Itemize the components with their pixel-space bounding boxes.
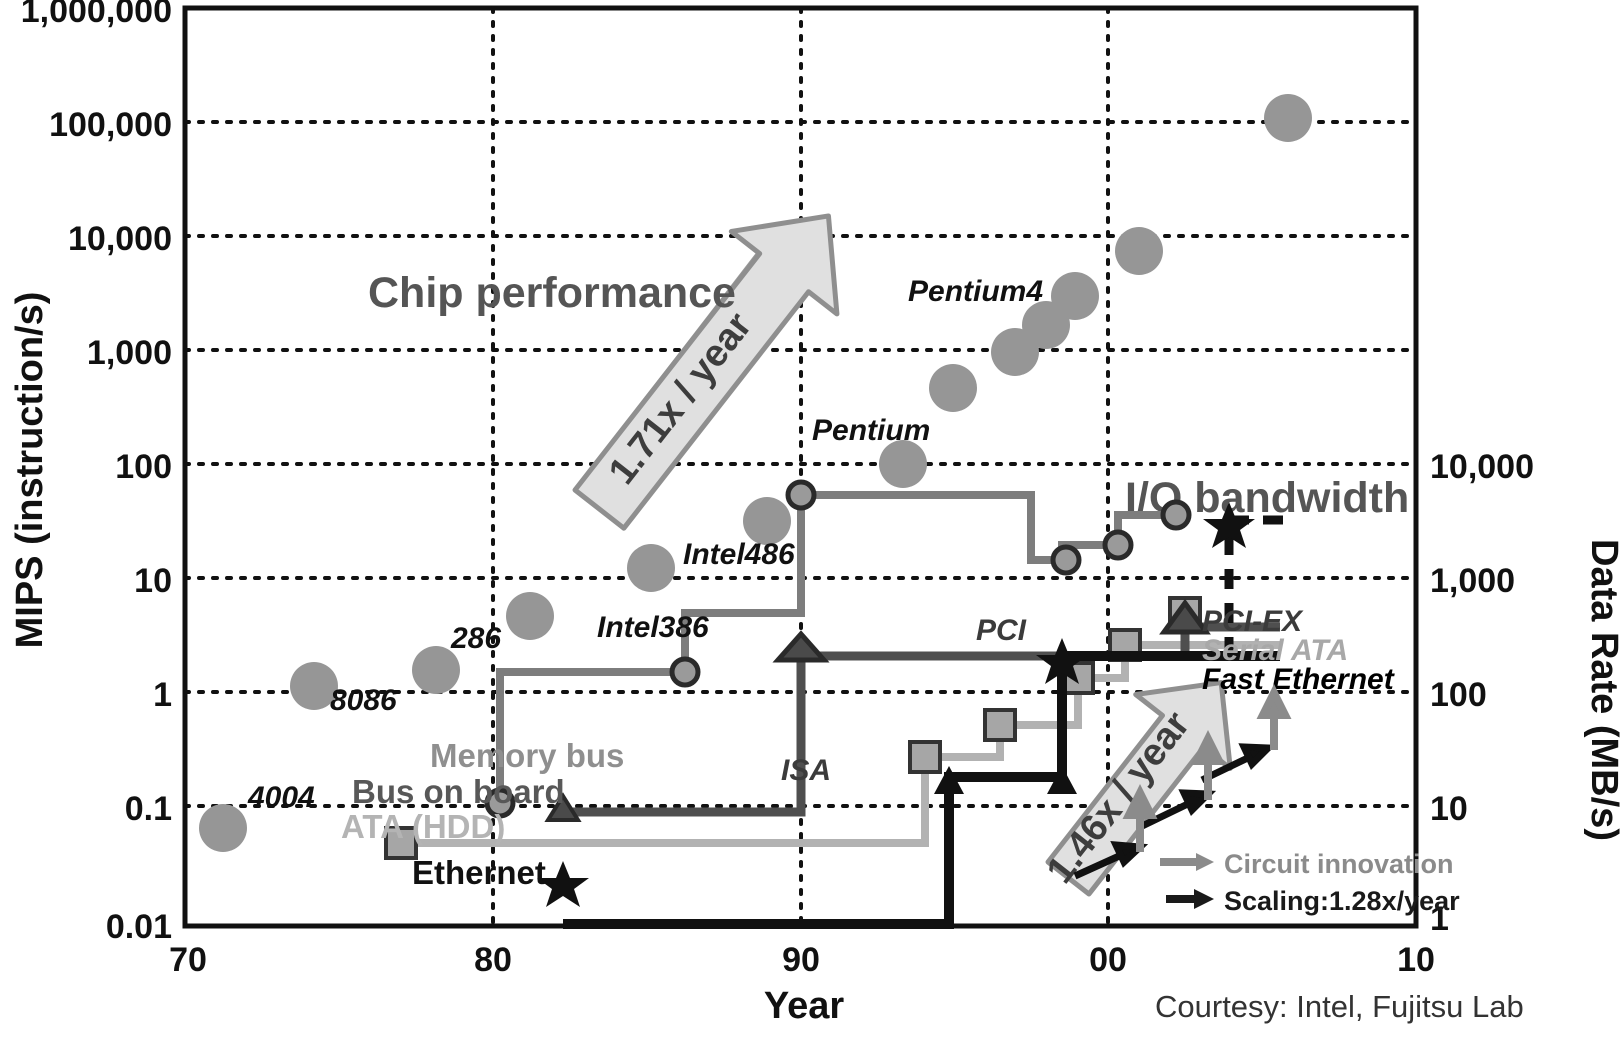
chip-label: 8086 — [330, 684, 397, 717]
marker-star — [1036, 638, 1088, 684]
x-tick: 00 — [1089, 941, 1127, 979]
chip-label: Intel386 — [597, 611, 709, 644]
x-tick: 90 — [782, 941, 820, 979]
marker-circle-open — [1160, 499, 1192, 531]
marker-square — [384, 826, 418, 860]
chip-point-labels: 4004 8086 286 Intel386 Intel486 Pentium … — [247, 275, 1043, 814]
bus-label-ata-hdd: ATA (HDD) — [341, 808, 505, 845]
marker-circle-open — [669, 656, 701, 688]
marker-circle-open — [785, 479, 817, 511]
y-tick-right: 1 — [1430, 900, 1449, 938]
y-axis-left-ticks: 1,000,000 100,000 10,000 1,000 100 10 1 … — [21, 0, 172, 946]
x-tick: 70 — [169, 941, 207, 979]
series-ethernet — [537, 502, 1290, 929]
x-tick: 10 — [1397, 941, 1435, 979]
y-tick-left: 1,000,000 — [21, 0, 172, 30]
data-point — [991, 328, 1039, 376]
series-bus-on-board — [544, 598, 1280, 822]
chip-label: 4004 — [247, 781, 315, 814]
y-tick-left: 0.01 — [106, 908, 172, 946]
data-point — [412, 646, 460, 694]
data-point — [290, 662, 338, 710]
y-axis-left-title: MIPS (instruction/s) — [9, 292, 51, 649]
y-tick-left: 10,000 — [68, 220, 172, 258]
y-tick-right: 10 — [1430, 790, 1468, 828]
y-tick-left: 0.1 — [125, 790, 172, 828]
series-memory-bus — [484, 479, 1192, 819]
data-point — [1051, 272, 1099, 320]
bus-label-serial-ata: Serial ATA — [1202, 634, 1348, 667]
bus-labels: Memory bus Bus on board ATA (HDD) Ethern… — [341, 605, 1396, 891]
bus-label-ethernet: Ethernet — [412, 854, 546, 891]
data-point — [1264, 94, 1312, 142]
data-point — [506, 592, 554, 640]
data-point — [199, 804, 247, 852]
chip-label: Pentium — [812, 414, 930, 447]
legend-item-scaling: Scaling:1.28x/year — [1166, 886, 1460, 916]
y-tick-left: 1 — [153, 676, 172, 714]
y-tick-right: 10,000 — [1430, 448, 1534, 486]
bus-label-memory-bus: Memory bus — [430, 737, 624, 774]
marker-triangle — [544, 792, 582, 822]
x-axis-title: Year — [764, 985, 845, 1027]
y-axis-right-title: Data Rate (MB/s) — [1583, 539, 1624, 841]
series-chip-performance-points — [199, 94, 1312, 852]
x-axis-ticks: 70 80 90 00 10 — [169, 941, 1435, 979]
arrowhead-up — [934, 766, 964, 794]
y-tick-left: 1,000 — [87, 334, 172, 372]
courtesy-note: Courtesy: Intel, Fujitsu Lab — [1155, 989, 1524, 1024]
data-point — [1115, 227, 1163, 275]
marker-circle-open — [1050, 544, 1082, 576]
chip-label: 286 — [450, 622, 501, 655]
marker-circle-open — [484, 787, 516, 819]
bus-label-isa: ISA — [781, 754, 831, 787]
legend-label: Scaling:1.28x/year — [1224, 886, 1460, 916]
y-tick-right: 100 — [1430, 676, 1487, 714]
chip-performance-label: Chip performance — [368, 269, 736, 317]
marker-triangle — [772, 630, 830, 663]
y-tick-left: 100 — [115, 448, 172, 486]
marker-star — [1203, 502, 1255, 548]
bus-label-pci: PCI — [976, 614, 1027, 647]
bus-label-pci-ex: PCI-EX — [1202, 605, 1304, 638]
legend-label: Circuit innovation — [1224, 849, 1454, 879]
y-tick-left: 100,000 — [49, 106, 172, 144]
chip-performance-arrow-shape — [572, 213, 840, 531]
data-point — [627, 544, 675, 592]
marker-square — [983, 708, 1017, 742]
x-tick: 80 — [474, 941, 512, 979]
data-point — [929, 364, 977, 412]
legend-item-circuit-innovation: Circuit innovation — [1160, 849, 1454, 879]
vertical-gridlines — [491, 6, 1110, 928]
chip-label: Intel486 — [683, 538, 795, 571]
y-tick-left: 10 — [134, 562, 172, 600]
io-trend-arrows — [1073, 684, 1292, 880]
data-point — [1022, 301, 1070, 349]
arrowhead-up — [1047, 766, 1077, 794]
chip-label: Pentium4 — [908, 275, 1043, 308]
marker-circle-open — [1102, 529, 1134, 561]
bus-label-fast-ethernet: Fast Ethernet — [1202, 663, 1396, 696]
legend: Circuit innovation Scaling:1.28x/year — [1160, 849, 1460, 916]
marker-star — [537, 861, 589, 907]
y-axis-right-ticks: 10,000 1,000 100 10 1 — [1430, 448, 1534, 938]
y-tick-right: 1,000 — [1430, 562, 1515, 600]
data-point — [879, 440, 927, 488]
data-point — [743, 497, 791, 545]
bus-label-bus-on-board: Bus on board — [352, 773, 565, 810]
marker-square — [908, 740, 942, 774]
marker-triangle — [1159, 598, 1211, 635]
